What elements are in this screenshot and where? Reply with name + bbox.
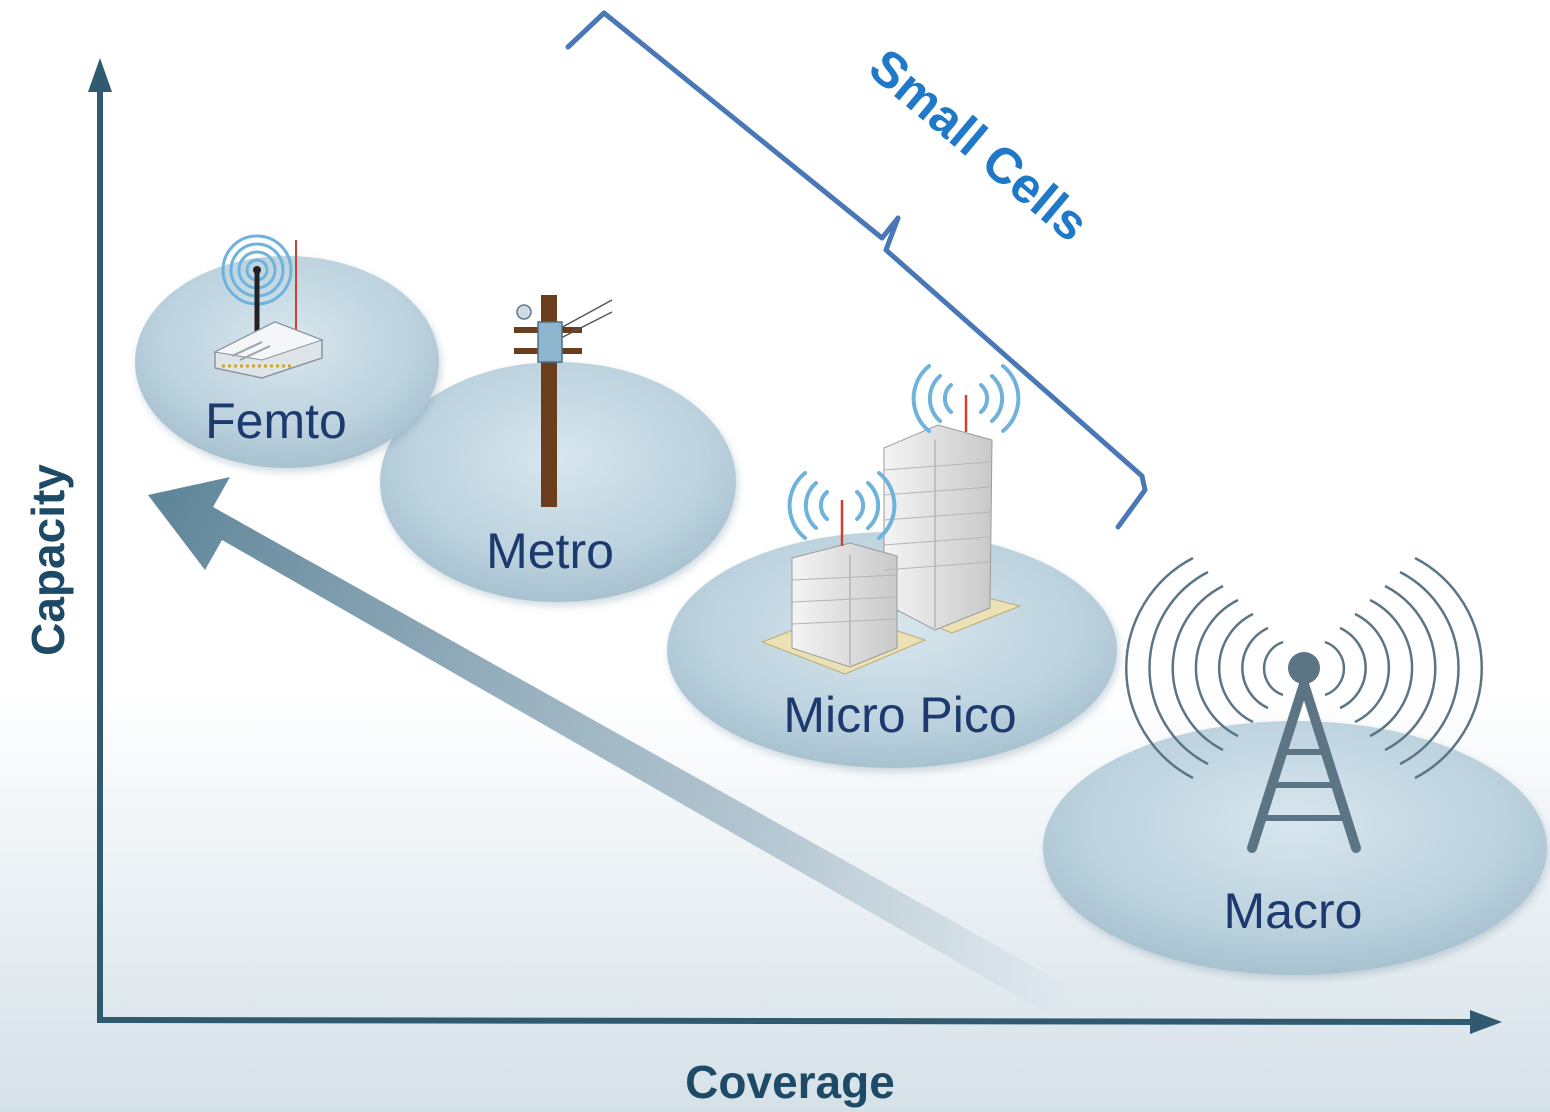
micro-pico-buildings-icon [760, 364, 1022, 675]
x-axis-label: Coverage [685, 1056, 895, 1108]
capacity-trend-arrow [148, 477, 1090, 1018]
x-axis-line [96, 1017, 1479, 1025]
x-axis-arrowhead [1470, 1010, 1502, 1034]
y-axis-arrowhead [88, 58, 112, 92]
macro-label: Macro [1224, 883, 1363, 939]
metro-label: Metro [486, 523, 614, 579]
metro-pole-icon [514, 295, 613, 507]
y-axis-label: Capacity [22, 464, 74, 656]
macro-cell-ellipse [1043, 721, 1547, 975]
macro-tower-icon [1124, 556, 1484, 853]
femto-router-icon [213, 234, 324, 379]
small-cells-bracket [565, 10, 1148, 530]
micro-pico-label: Micro Pico [783, 687, 1016, 743]
femto-label: Femto [205, 393, 347, 449]
metro-cell-ellipse [380, 362, 736, 602]
